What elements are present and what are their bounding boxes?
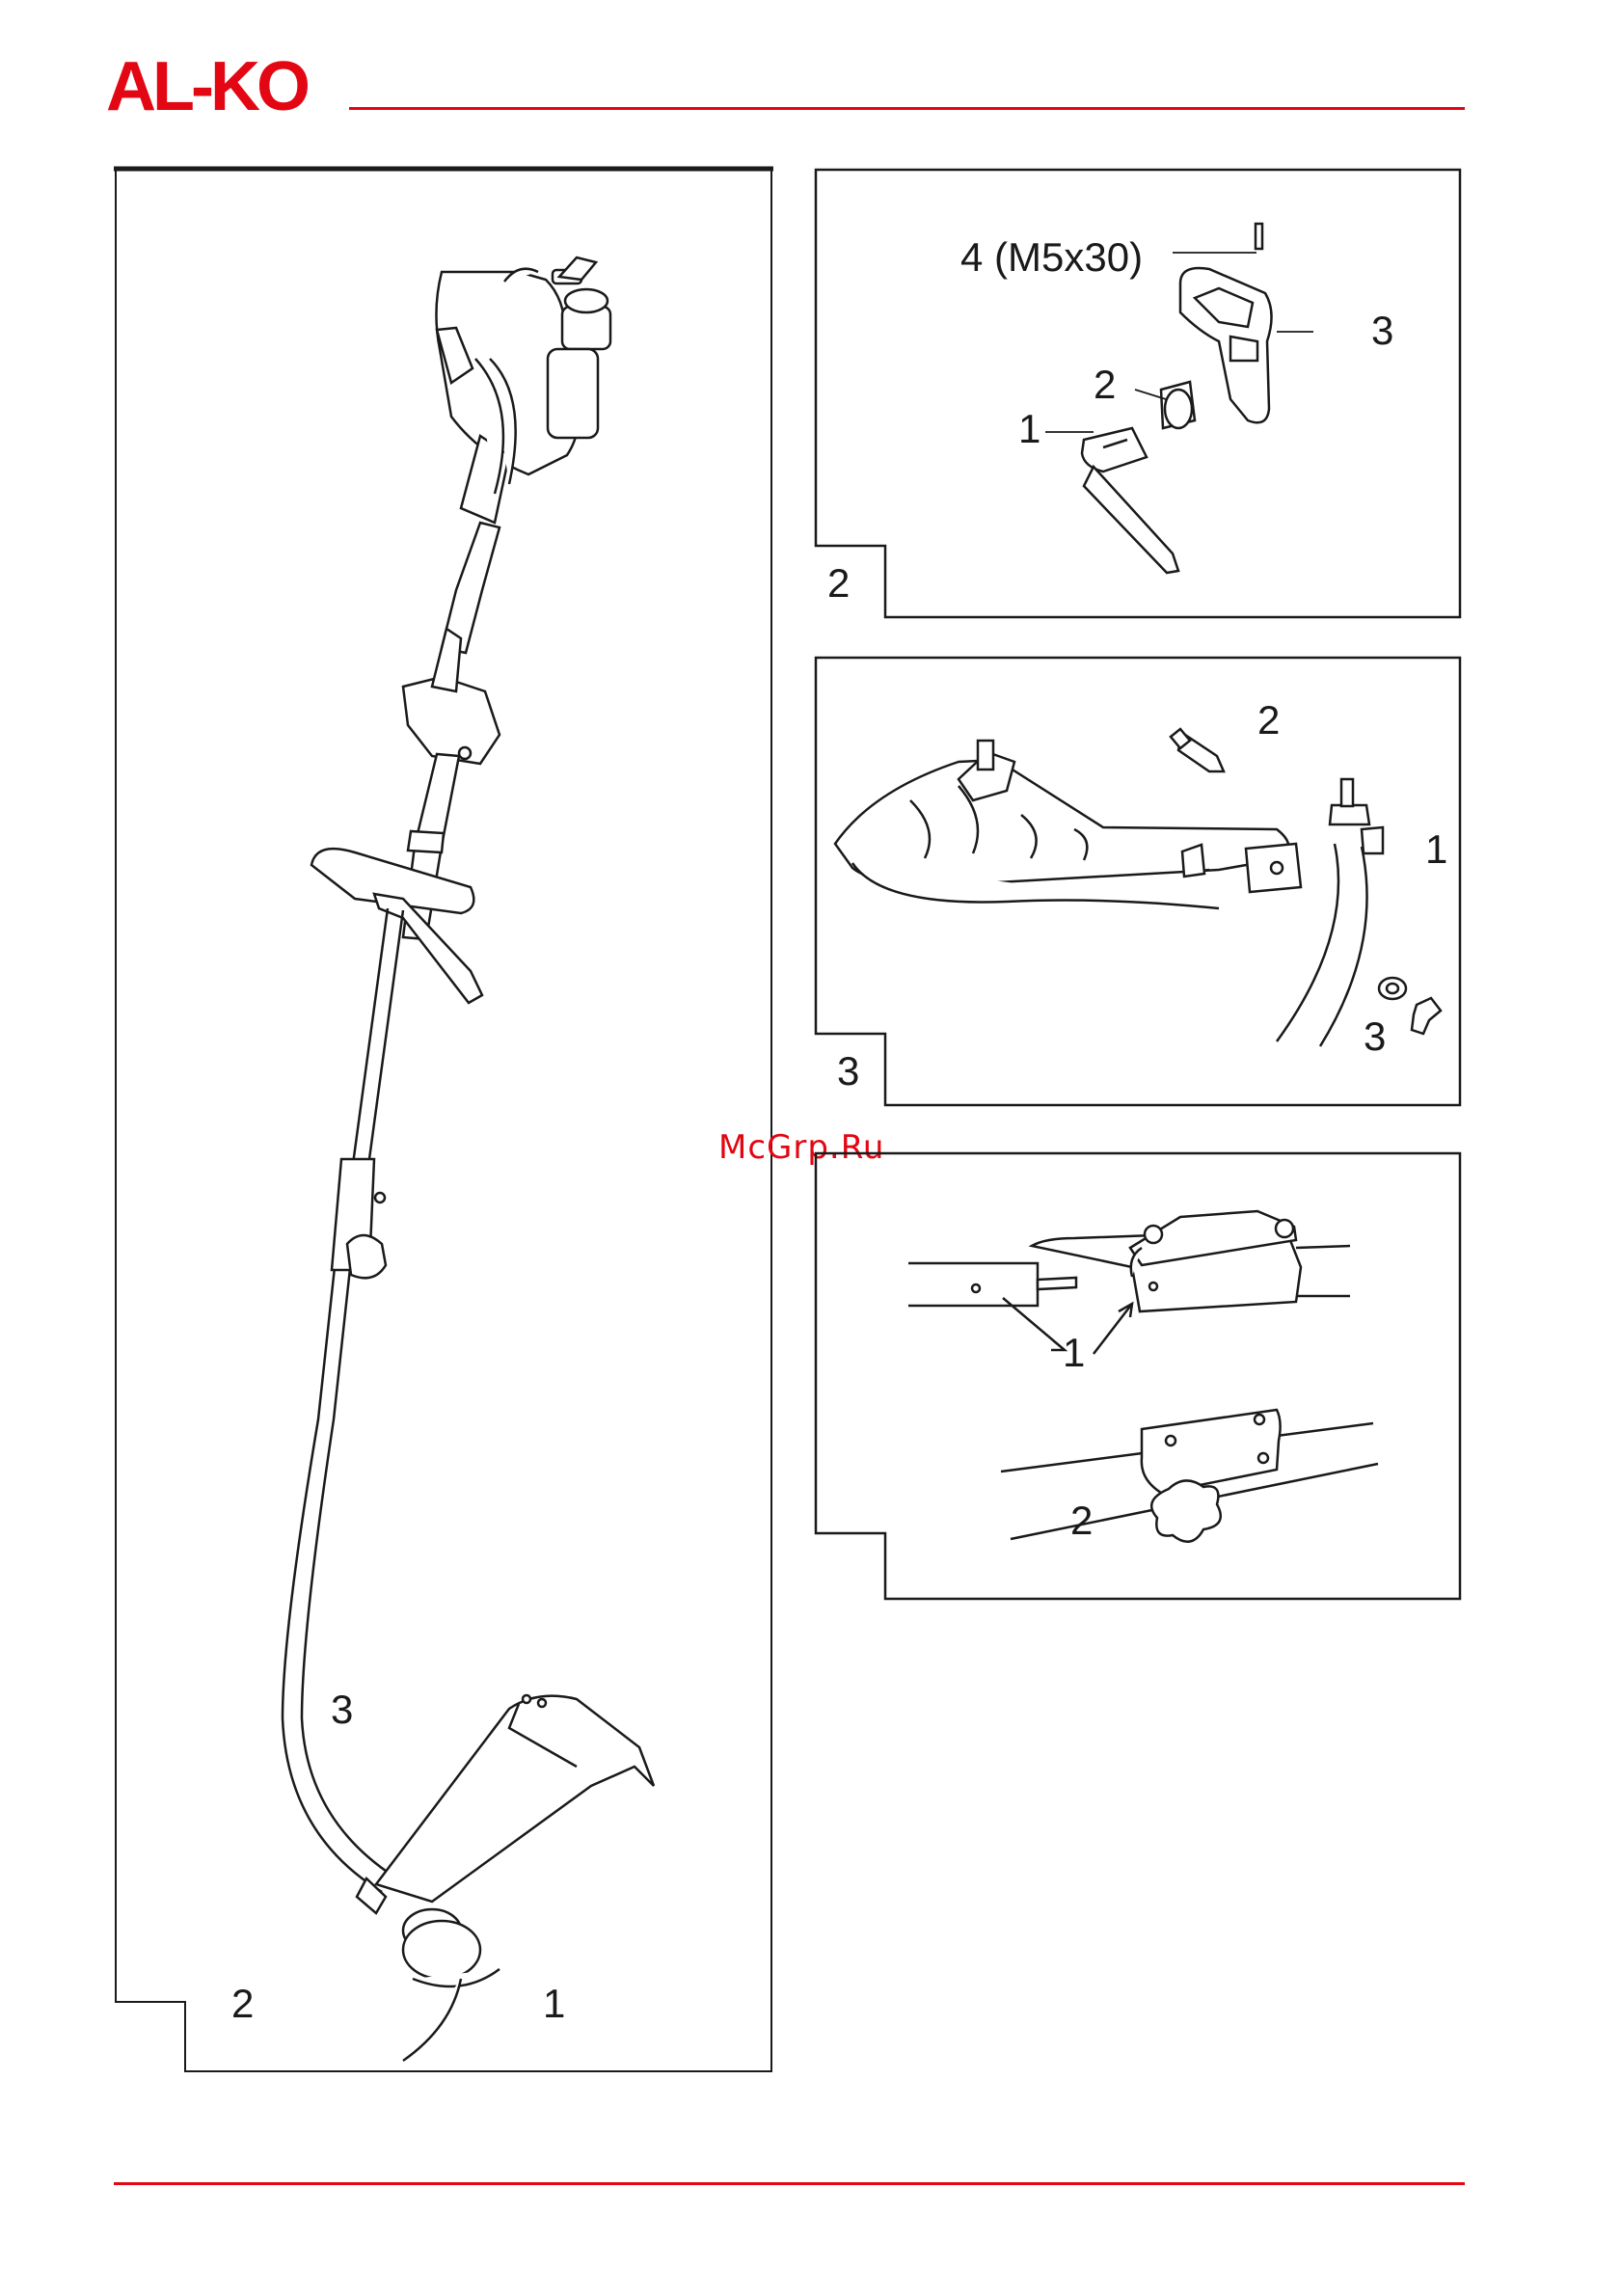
header-rule <box>349 107 1465 110</box>
brand-logo: AL-KO <box>106 50 338 123</box>
callout-shaft-ends: 1 <box>1063 1333 1085 1373</box>
callout-washer-nut: 3 <box>1364 1016 1386 1057</box>
shaft-coupling-illustration <box>814 1151 1462 1601</box>
figure-4-panel: 1 2 <box>814 1151 1462 1601</box>
callout-spacer: 2 <box>1094 365 1116 405</box>
callout-shaft: 1 <box>1425 829 1447 870</box>
footer-rule <box>114 2182 1465 2185</box>
trimmer-illustration <box>114 166 773 2131</box>
callout-clamp: 1 <box>1018 409 1040 449</box>
callout-joint-knob: 2 <box>1070 1500 1093 1541</box>
callout-bolt: 2 <box>1257 700 1280 741</box>
callout-deflector: 3 <box>331 1689 353 1730</box>
figure-2-number: 2 <box>827 563 850 604</box>
callout-fixing-screw: 2 <box>231 1984 254 2024</box>
brand-logo-text: AL-KO <box>106 50 308 123</box>
figure-3-number: 3 <box>837 1051 859 1092</box>
callout-screw: 4 (M5x30) <box>960 237 1143 278</box>
callout-handle: 3 <box>1371 311 1393 351</box>
figure-3-panel: 2 1 3 3 <box>814 656 1462 1107</box>
figure-2-panel: 4 (M5x30) 3 2 1 2 <box>814 168 1462 619</box>
figure-1-panel: 3 1 2 <box>114 166 773 2131</box>
callout-line-head: 1 <box>543 1984 565 2024</box>
